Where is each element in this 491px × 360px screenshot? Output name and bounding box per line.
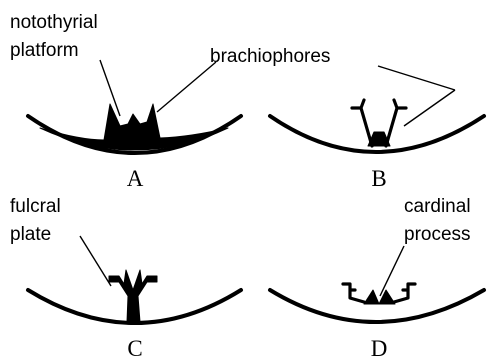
panel-b-left-brachiophore [352,100,372,146]
notothyrial-platform-label-line2: platform [10,40,79,61]
panel-b-brachiophore-leader-1 [378,66,455,90]
notothyrial-platform-label-line1: notothyrial [10,12,98,33]
panel-d-left-brachiophore [343,284,364,302]
panel-d-cardinal-process-leader [380,246,404,296]
brachiophores-label: brachiophores [210,46,330,67]
panel-c: fulcral plate C [10,196,241,360]
panel-a-brachiophore-leader [157,62,216,112]
fulcral-plate-label-line2: plate [10,224,51,245]
panel-b-right-brachiophore [386,100,406,146]
cardinal-process-label-line1: cardinal [404,196,471,217]
panel-b-median-base [368,132,390,146]
panel-a-notothyrial-platform [40,104,228,150]
panel-d-right-brachiophore [394,284,415,302]
panel-c-fulcral-plate-leader [80,236,111,286]
panel-d-cardinal-process [364,290,395,304]
cardinal-process-label-line2: process [404,224,471,245]
panel-c-letter: C [127,336,142,360]
panel-b-letter: B [371,166,386,191]
panel-d: cardinal process D [270,196,484,360]
panel-d-valve-outline [270,290,484,322]
panel-c-cardinalia [109,270,157,322]
panel-a-letter: A [127,166,144,191]
panel-d-letter: D [371,336,388,360]
panel-a: notothyrial platform A [10,12,241,191]
fulcral-plate-label-line1: fulcral [10,196,61,217]
panel-b: brachiophores B [210,46,484,191]
panel-b-brachiophore-leader-2 [404,90,455,126]
